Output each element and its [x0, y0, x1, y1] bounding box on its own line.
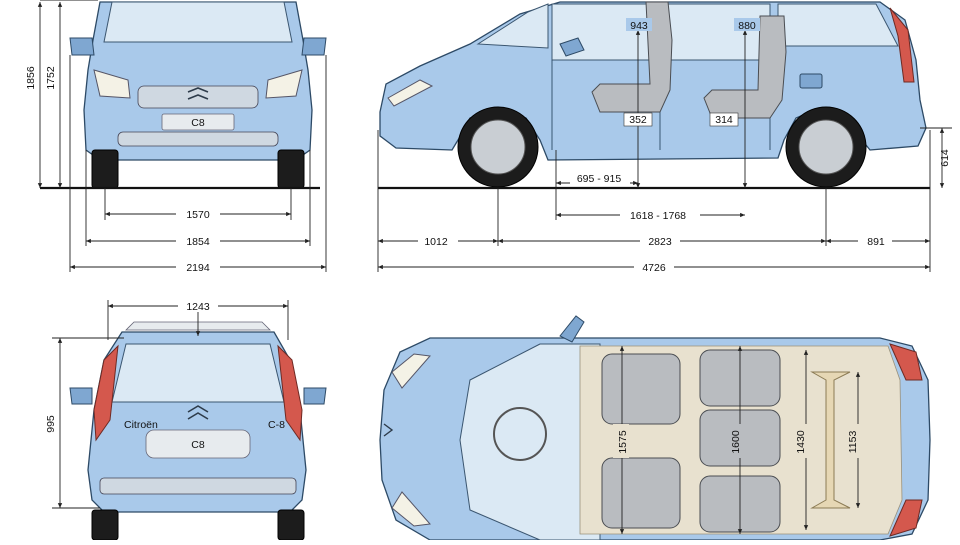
- label-overhang-front: 1012: [424, 236, 448, 248]
- front-plate: [161, 113, 235, 131]
- label-tailgate-height: 995: [45, 415, 57, 433]
- rear-mirror-left: [69, 387, 93, 405]
- front-view: C8 1856 1752 1570 1854 2: [25, 0, 327, 274]
- front-chevron-logo: [187, 87, 209, 100]
- side-tail-light: [889, 7, 915, 83]
- top-boot-rails: [810, 371, 851, 509]
- label-seat1-travel: 695 - 915: [577, 173, 622, 185]
- rear-light-left: [93, 344, 119, 442]
- label-seat1-cushion: 352: [629, 114, 647, 126]
- side-window-middle: [667, 3, 771, 61]
- side-mirror: [559, 37, 585, 57]
- side-front-rim: [470, 119, 526, 175]
- front-mirror-left: [69, 37, 95, 56]
- front-grille: [137, 85, 259, 109]
- side-view: 943 880 352 314 695 - 915 1618 - 1768 10…: [377, 1, 952, 274]
- front-tyre-right: [277, 149, 305, 189]
- rear-window: [111, 343, 285, 403]
- front-headlight-left: [93, 69, 131, 99]
- rear-tyre-right: [277, 509, 305, 541]
- top-headlight-right: [391, 491, 431, 527]
- label-wheelbase: 2823: [648, 236, 672, 248]
- label-seat2-cushion: 314: [715, 114, 733, 126]
- rear-light-right: [277, 344, 303, 442]
- label-sill-height: 614: [939, 149, 951, 167]
- top-mirror: [559, 315, 585, 343]
- label-width-boot: 1153: [847, 431, 859, 454]
- rear-tyre-left: [91, 509, 119, 541]
- label-height-total: 1856: [25, 66, 37, 90]
- rear-view: Citroën C-8 C8 1243 995: [45, 299, 327, 541]
- rear-tail-badge: C-8: [268, 419, 285, 431]
- label-height-body: 1752: [45, 66, 57, 90]
- label-roof-width: 1243: [186, 301, 210, 313]
- rear-chevron-logo: [187, 405, 209, 420]
- label-seat2-height: 880: [738, 20, 756, 32]
- label-width-row1: 1575: [617, 430, 629, 454]
- top-seat-front-right: [601, 457, 681, 529]
- top-tail-left: [889, 343, 923, 381]
- front-windscreen: [103, 1, 293, 43]
- front-headlight-right: [265, 69, 303, 99]
- rear-bumper: [99, 477, 297, 495]
- label-width-mirrors: 2194: [186, 262, 210, 274]
- top-tail-right: [889, 499, 923, 537]
- label-width-row2: 1600: [730, 430, 742, 454]
- label-width: 1854: [186, 236, 210, 248]
- top-seat-front-left: [601, 353, 681, 425]
- side-rear-rim: [798, 119, 854, 175]
- side-windscreen: [476, 3, 549, 49]
- rear-mirror-right: [303, 387, 327, 405]
- front-mirror-right: [301, 37, 327, 56]
- rear-script-badge: Citroën: [124, 419, 158, 431]
- label-seat2-travel: 1618 - 1768: [630, 210, 686, 222]
- label-overhang-rear: 891: [867, 236, 885, 248]
- label-seat1-height: 943: [630, 20, 648, 32]
- front-badge: C8: [191, 117, 205, 129]
- front-tyre-left: [91, 149, 119, 189]
- top-headlight-left: [391, 353, 431, 389]
- top-view: 1575 1600 1430 1153: [379, 315, 931, 541]
- top-steering-wheel: [493, 407, 547, 461]
- rear-badge: C8: [191, 439, 205, 451]
- label-track: 1570: [186, 209, 210, 221]
- front-lower-grille: [117, 131, 279, 147]
- side-seat-2: [703, 15, 787, 119]
- side-headlight: [387, 79, 434, 107]
- label-width-row3: 1430: [795, 430, 807, 454]
- label-length: 4726: [642, 262, 666, 274]
- rear-plate-recess: [145, 429, 251, 459]
- side-fuel-flap: [799, 73, 823, 89]
